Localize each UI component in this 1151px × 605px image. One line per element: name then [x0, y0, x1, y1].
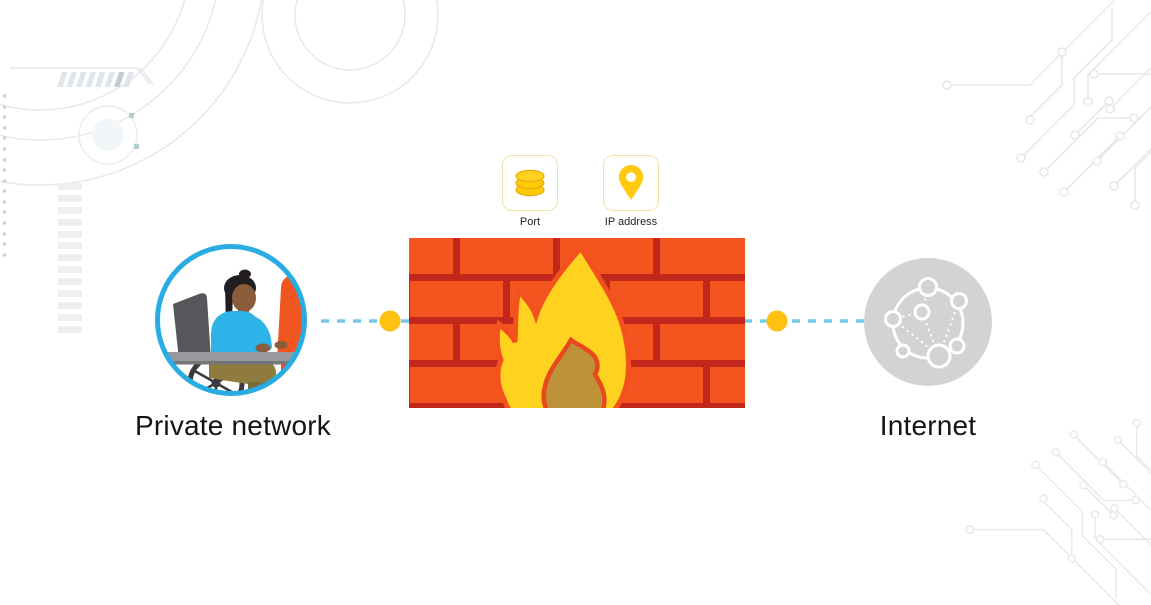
flame-icon: [494, 243, 632, 408]
private-network-ring: [155, 244, 307, 396]
internet-node: [864, 258, 992, 386]
ip-address-chip: IP address: [603, 155, 659, 228]
person-head: [232, 284, 256, 312]
tick-strip-marks: [57, 72, 134, 87]
office-chair-back: [173, 293, 211, 360]
tech-decoration-top-left: [0, 0, 439, 333]
private-network-node: [155, 244, 307, 396]
decor-node-circle: [78, 105, 139, 165]
connection-line-left: [321, 310, 411, 332]
circuit-decoration-top-right: [942, 0, 1151, 210]
orange-chair: [277, 275, 305, 360]
connection-line-right: [744, 310, 864, 332]
private-network-label: Private network: [135, 410, 331, 441]
ip-address-chip-label: IP address: [604, 216, 658, 228]
person-torso: [211, 311, 272, 360]
person-at-desk-icon: [157, 269, 305, 394]
traffic-dot-right: [766, 310, 788, 332]
database-icon: [502, 155, 558, 211]
decor-dotted-line: [2, 94, 7, 257]
tick-strip-line: [10, 67, 154, 85]
location-pin-icon: [603, 155, 659, 211]
firewall-wall: [409, 238, 745, 408]
network-globe-icon: [884, 277, 968, 369]
decor-arcs: [0, 0, 439, 186]
traffic-dot-left: [379, 310, 401, 332]
port-chip-label: Port: [519, 216, 541, 228]
person-hand: [255, 343, 271, 353]
desk: [157, 352, 305, 365]
port-chip: Port: [502, 155, 558, 228]
internet-label: Internet: [879, 410, 977, 441]
decor-bar-stack: [58, 183, 82, 333]
